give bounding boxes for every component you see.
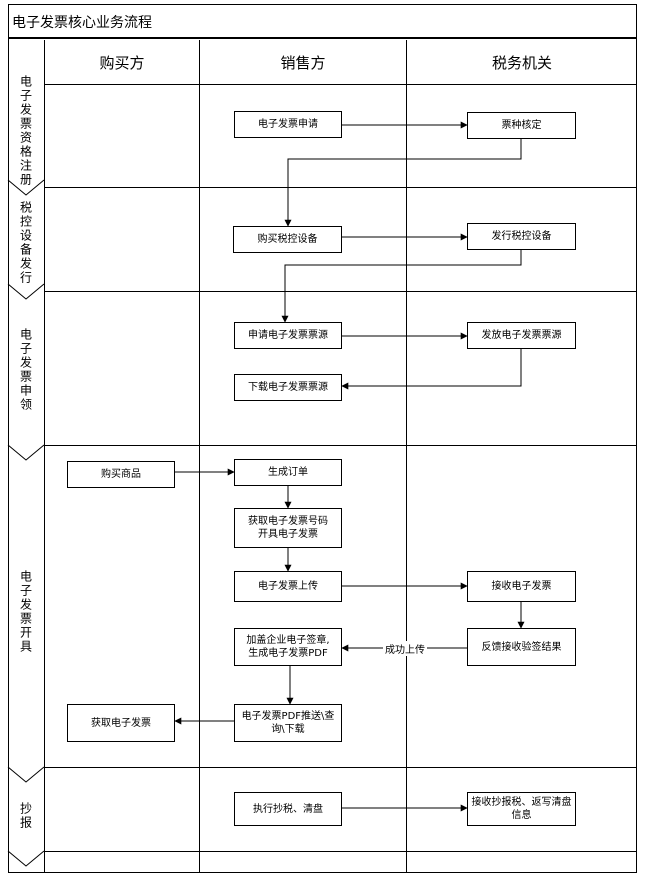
column-header-tax: 税务机关 bbox=[491, 53, 552, 72]
label-upload-success: 成功上传 bbox=[383, 641, 427, 656]
stage-column-divider bbox=[44, 40, 45, 873]
row-divider-5 bbox=[44, 851, 637, 852]
row-divider-3 bbox=[44, 445, 637, 446]
stage-chevron-1 bbox=[7, 179, 45, 196]
stage-label-issuing: 电子发票开具 bbox=[8, 462, 44, 762]
stage-text: 电子发票申领 bbox=[18, 328, 33, 412]
box-buy-goods: 购买商品 bbox=[67, 461, 175, 488]
box-get-invoice: 获取电子发票 bbox=[67, 704, 175, 742]
box-upload: 电子发票上传 bbox=[234, 571, 342, 602]
stage-chevron-2 bbox=[7, 283, 45, 300]
stage-label-report: 抄报 bbox=[8, 785, 44, 847]
row-divider-1 bbox=[44, 187, 637, 188]
buyer-seller-divider bbox=[199, 40, 200, 873]
stage-label-application: 电子发票申领 bbox=[8, 300, 44, 440]
column-header-buyer: 购买方 bbox=[99, 53, 145, 72]
seller-tax-divider bbox=[406, 40, 407, 873]
box-gen-order: 生成订单 bbox=[234, 459, 342, 486]
box-feedback: 反馈接收验签结果 bbox=[467, 628, 576, 666]
row-divider-4 bbox=[44, 767, 637, 768]
box-get-number: 获取电子发票号码 开具电子发票 bbox=[234, 508, 342, 548]
stage-text: 抄报 bbox=[18, 802, 33, 830]
stage-label-registration: 电子发票资格注册 bbox=[8, 72, 44, 190]
box-issue-source: 发放电子发票票源 bbox=[467, 322, 576, 349]
stage-label-device-issuance: 税控设备发行 bbox=[8, 197, 44, 289]
column-header-seller: 销售方 bbox=[280, 53, 326, 72]
box-receive-invoice: 接收电子发票 bbox=[467, 571, 576, 602]
row-divider-2 bbox=[44, 291, 637, 292]
stage-text: 税控设备发行 bbox=[18, 201, 33, 285]
box-copy-tax: 执行抄税、清盘 bbox=[234, 792, 342, 826]
box-apply-source: 申请电子发票票源 bbox=[234, 322, 342, 349]
diagram-title: 电子发票核心业务流程 bbox=[12, 15, 152, 31]
header-divider bbox=[44, 84, 637, 85]
box-issue-device: 发行税控设备 bbox=[467, 223, 576, 250]
arrow-issuesource-to-download bbox=[341, 349, 522, 390]
box-ticket-verify: 票种核定 bbox=[467, 112, 576, 139]
stage-text: 电子发票资格注册 bbox=[18, 75, 33, 187]
stage-chevron-5 bbox=[7, 850, 45, 867]
arrow-verify-to-buydevice bbox=[284, 139, 522, 227]
arrow-issuedevice-to-applysource bbox=[281, 250, 522, 323]
stage-text: 电子发票开具 bbox=[18, 570, 33, 654]
stage-chevron-3 bbox=[7, 444, 45, 461]
box-push-pdf: 电子发票PDF推送\查询\下载 bbox=[234, 704, 342, 742]
box-receive-copy: 接收抄报税、返写清盘信息 bbox=[467, 792, 576, 826]
box-sign-pdf: 加盖企业电子签章, 生成电子发票PDF bbox=[234, 628, 342, 666]
stage-chevron-4 bbox=[7, 766, 45, 783]
box-download-source: 下载电子发票票源 bbox=[234, 374, 342, 401]
diagram-frame bbox=[8, 4, 637, 873]
box-apply-einvoice: 电子发票申请 bbox=[234, 111, 342, 138]
title-divider bbox=[8, 37, 637, 39]
